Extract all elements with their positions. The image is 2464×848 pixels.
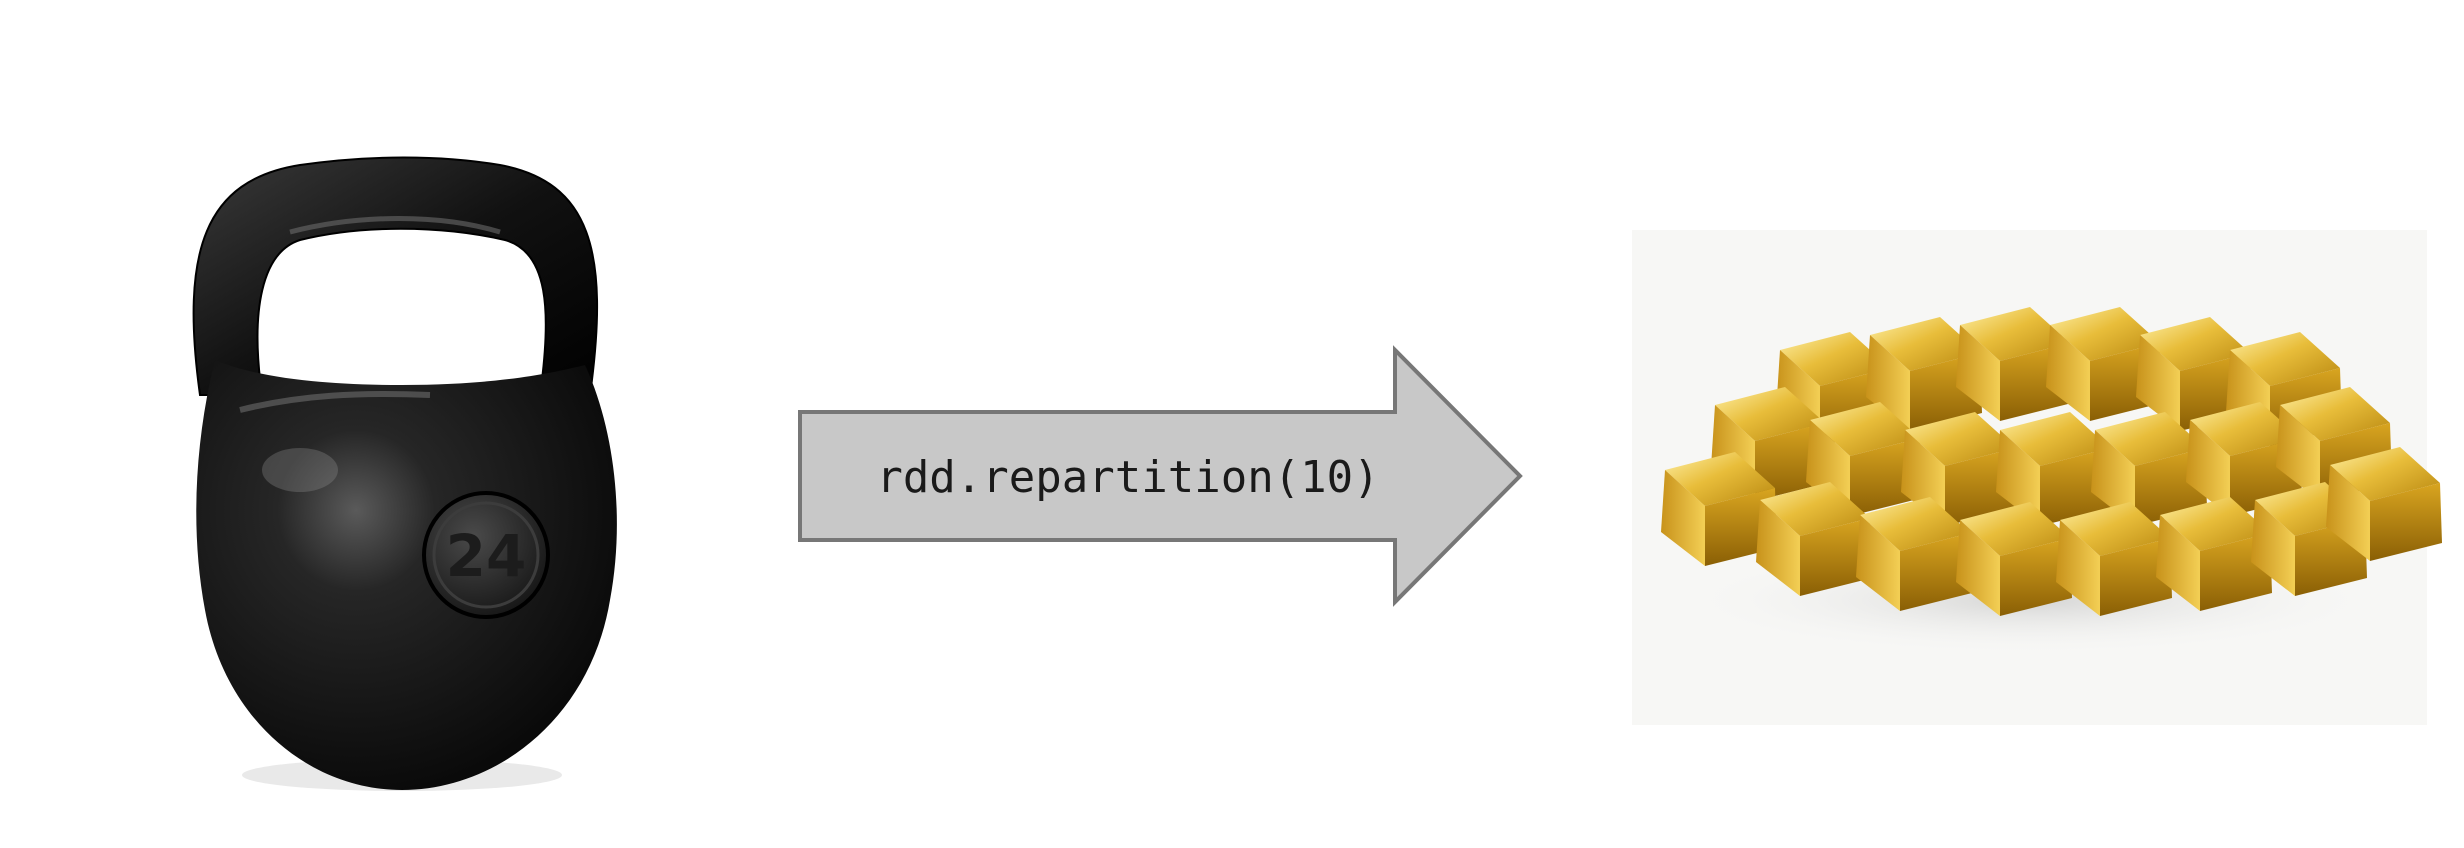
arrow-label: rdd.repartition(10) xyxy=(876,452,1379,503)
arrow-shape xyxy=(798,345,1523,607)
repartition-arrow: rdd.repartition(10) xyxy=(798,345,1523,607)
kettlebell-icon: 24 xyxy=(192,156,617,791)
kettlebell-weight-marking: 24 xyxy=(446,522,527,590)
gold-bars-icon xyxy=(1632,230,2442,725)
